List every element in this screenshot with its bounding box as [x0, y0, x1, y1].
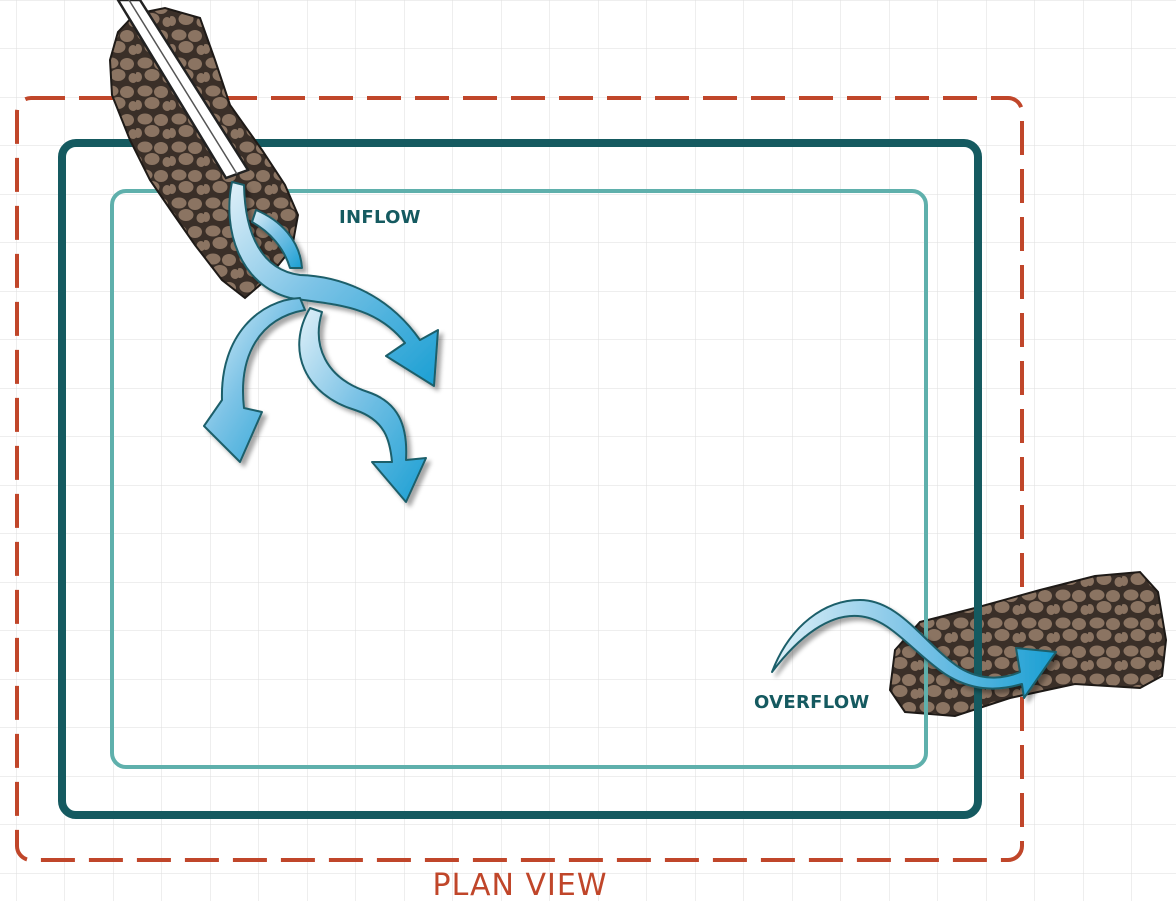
outer-dashed-boundary: [15, 96, 1024, 862]
inflow-label: INFLOW: [339, 207, 421, 228]
inflow-arrow-right-icon: [228, 181, 439, 387]
inflow-arrow-down-icon: [298, 307, 427, 503]
inflow-arrows: [203, 181, 439, 503]
inflow-arrow-down-left-icon: [203, 297, 306, 463]
inner-outline: [110, 189, 928, 769]
basin-outline: [58, 139, 982, 819]
overflow-arrow-icon: [771, 599, 1057, 699]
inflow-riprap: [108, 6, 300, 300]
inflow-pipe-icon: [116, 0, 250, 180]
plan-view-title: PLAN VIEW: [432, 868, 608, 903]
inflow-arrow-curl-icon: [251, 209, 303, 269]
overflow-label: OVERFLOW: [754, 692, 870, 713]
